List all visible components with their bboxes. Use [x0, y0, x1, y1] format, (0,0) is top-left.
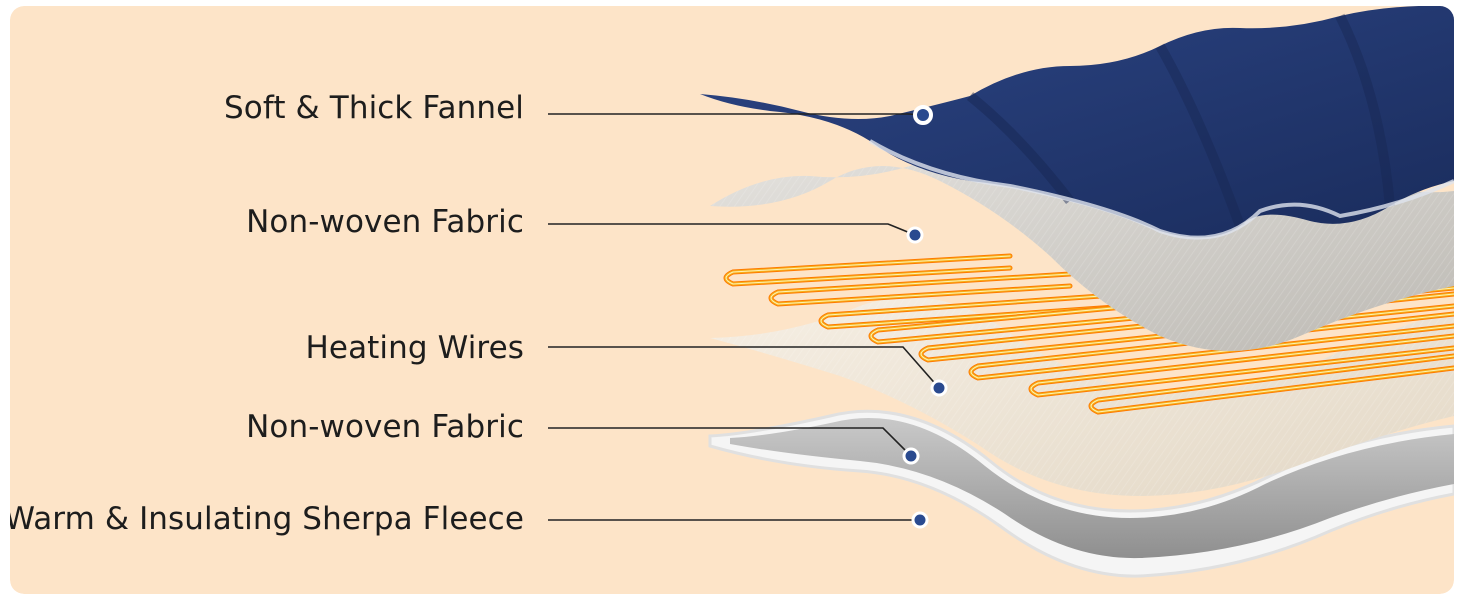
layer-illustration [10, 6, 1454, 594]
marker-nonwoven-fabric-top [906, 226, 924, 244]
heating-wire-loop [870, 275, 1454, 343]
heating-wire-loop [1090, 355, 1454, 413]
marker-nonwoven-fabric-bottom [902, 447, 920, 465]
heating-wire-loop [770, 273, 1071, 305]
flannel-layer-shape [700, 6, 1454, 240]
label-sherpa-fleece: Warm & Insulating Sherpa Fleece [10, 501, 524, 537]
leader-lines [548, 105, 948, 529]
leader-line [548, 223, 916, 236]
leader-line [548, 427, 912, 457]
label-nonwoven-fabric-bottom: Non-woven Fabric [246, 409, 524, 445]
leader-line [548, 346, 940, 389]
heating-wire-loop [920, 293, 1454, 361]
heating-wires-shape [723, 253, 1454, 415]
heating-wire-loop [725, 255, 1011, 285]
label-heating-wires: Heating Wires [305, 330, 524, 366]
marker-heating-wires [930, 379, 948, 397]
heating-wire-loop [820, 293, 1131, 328]
heating-wire-loop [970, 313, 1454, 379]
label-nonwoven-fabric-top: Non-woven Fabric [246, 204, 524, 240]
marker-sherpa-fleece [911, 511, 929, 529]
heating-wire-loop [1030, 335, 1454, 396]
label-flannel: Soft & Thick Fannel [224, 90, 524, 126]
layer-diagram-panel: Soft & Thick Fannel Non-woven Fabric Hea… [10, 6, 1454, 594]
marker-flannel [913, 105, 933, 125]
